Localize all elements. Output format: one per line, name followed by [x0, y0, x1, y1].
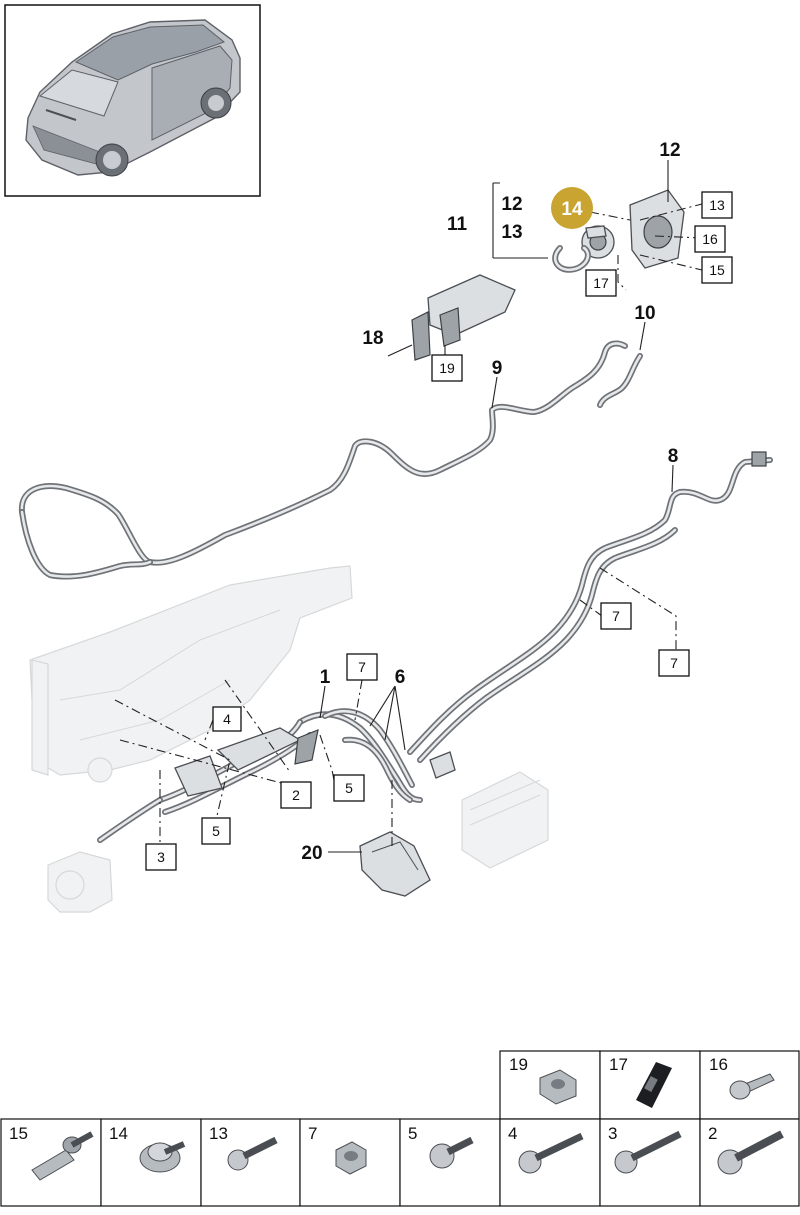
callout-11: 11	[447, 214, 468, 235]
callout-18: 18	[362, 328, 383, 349]
box-7-right: 7	[670, 655, 678, 671]
cell-label-17: 17	[609, 1055, 628, 1074]
cell-label-2: 2	[708, 1124, 717, 1143]
callout-10: 10	[634, 303, 655, 324]
callout-14: 14	[561, 199, 583, 220]
box-5-right: 5	[345, 780, 353, 796]
bolt-3-icon	[614, 1130, 682, 1174]
callout-12: 12	[659, 140, 680, 161]
flange-bolt-icon	[729, 1073, 775, 1100]
cell-label-19: 19	[509, 1055, 528, 1074]
box-7-center: 7	[358, 659, 366, 675]
box-17: 17	[593, 275, 609, 291]
box-3: 3	[157, 849, 165, 865]
clip-icon	[636, 1062, 672, 1108]
box-5-left: 5	[212, 823, 220, 839]
box-16: 16	[702, 231, 718, 247]
torx-bolt-13-icon	[227, 1136, 278, 1171]
callout-9: 9	[492, 358, 503, 379]
cell-label-14: 14	[109, 1124, 128, 1143]
box-15: 15	[709, 262, 725, 278]
line-9	[18, 340, 643, 580]
transmission-context	[29, 565, 353, 783]
stud-bolt-icon	[31, 1131, 94, 1181]
cell-label-15: 15	[9, 1124, 28, 1143]
callout-numbers: 1 6 8 9 10 11 12 12 13 18 20	[301, 140, 680, 864]
cell-label-4: 4	[508, 1124, 517, 1143]
flange-nut-icon	[139, 1141, 186, 1173]
callout-13-group: 13	[501, 222, 522, 243]
box-13: 13	[709, 197, 725, 213]
pump-14-assembly	[552, 189, 685, 273]
line-1-6-assembly	[97, 708, 456, 843]
compressor-context	[47, 851, 113, 913]
cell-label-5: 5	[408, 1124, 417, 1143]
cell-label-3: 3	[608, 1124, 617, 1143]
boxed-callouts: 13 16 15 17 19 7 7 7 4 2 5 5 3	[145, 191, 733, 871]
callout-6: 6	[395, 667, 406, 688]
hex-nut-icon	[539, 1069, 577, 1105]
box-2: 2	[292, 787, 300, 803]
box-7-upper: 7	[612, 608, 620, 624]
callout-14-highlight[interactable]: 14	[551, 187, 593, 229]
fastener-table: 19 17 16 15 14 13 7 5 4 3 2	[0, 1050, 800, 1207]
bracket-18	[411, 274, 516, 361]
cell-label-16: 16	[709, 1055, 728, 1074]
battery-module-context	[461, 771, 549, 869]
bracket-20	[359, 831, 431, 897]
callout-8: 8	[668, 446, 679, 467]
callout-20: 20	[301, 843, 322, 864]
callout-12-group: 12	[501, 194, 522, 215]
pan-bolt-5-icon	[429, 1136, 474, 1169]
callout-1: 1	[320, 667, 331, 688]
cell-label-7: 7	[308, 1124, 317, 1143]
bolt-4-icon	[518, 1132, 584, 1174]
box-19: 19	[439, 360, 455, 376]
vehicle-thumbnail	[4, 4, 261, 197]
leader-lines	[114, 160, 703, 853]
nut-7-icon	[335, 1141, 367, 1175]
bolt-2-icon	[717, 1130, 784, 1175]
highlight-badge	[551, 187, 593, 229]
line-8	[407, 451, 773, 763]
suv-illustration	[25, 19, 241, 177]
cell-label-13: 13	[209, 1124, 228, 1143]
box-4: 4	[223, 711, 231, 727]
